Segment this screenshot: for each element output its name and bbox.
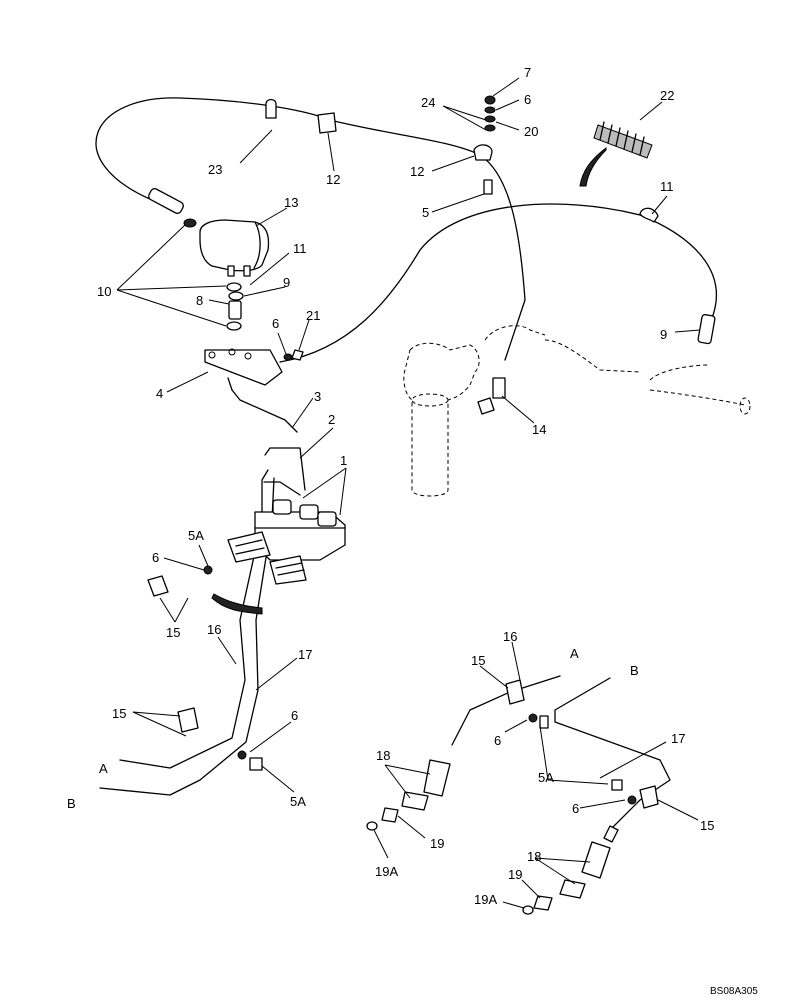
label-20: 20 bbox=[524, 124, 538, 139]
label-17: 17 bbox=[298, 647, 312, 662]
label-19A: 19A bbox=[375, 864, 398, 879]
label-24: 24 bbox=[421, 95, 435, 110]
label-3: 3 bbox=[314, 389, 321, 404]
label-9: 9 bbox=[660, 327, 667, 342]
label-19: 19 bbox=[508, 867, 522, 882]
label-11: 11 bbox=[293, 241, 307, 256]
label-15: 15 bbox=[471, 653, 485, 668]
label-5A: 5A bbox=[538, 770, 554, 785]
filter-assembly bbox=[403, 325, 751, 497]
label-19: 19 bbox=[430, 836, 444, 851]
spring-part bbox=[579, 121, 653, 187]
label-6: 6 bbox=[152, 550, 159, 565]
label-A: A bbox=[99, 761, 108, 776]
label-17: 17 bbox=[671, 731, 685, 746]
label-8: 8 bbox=[196, 293, 203, 308]
label-15: 15 bbox=[700, 818, 714, 833]
label-12: 12 bbox=[410, 164, 424, 179]
label-22: 22 bbox=[660, 88, 674, 103]
label-21: 21 bbox=[306, 308, 320, 323]
label-9: 9 bbox=[283, 275, 290, 290]
label-5: 5 bbox=[422, 205, 429, 220]
label-12: 12 bbox=[326, 172, 340, 187]
label-15: 15 bbox=[112, 706, 126, 721]
leader-lines bbox=[116, 77, 701, 909]
part-labels: 7 6 20 24 22 23 12 12 5 11 13 11 10 9 8 … bbox=[67, 65, 758, 997]
label-16: 16 bbox=[207, 622, 221, 637]
label-2: 2 bbox=[328, 412, 335, 427]
label-16: 16 bbox=[503, 629, 517, 644]
label-B: B bbox=[67, 796, 76, 811]
label-4: 4 bbox=[156, 386, 163, 401]
label-11: 11 bbox=[660, 179, 674, 194]
label-6: 6 bbox=[272, 316, 279, 331]
label-5A: 5A bbox=[188, 528, 204, 543]
reservoir-hose-assembly bbox=[95, 95, 718, 363]
label-23: 23 bbox=[208, 162, 222, 177]
label-1: 1 bbox=[340, 453, 347, 468]
label-18: 18 bbox=[376, 748, 390, 763]
label-6: 6 bbox=[524, 92, 531, 107]
label-A: A bbox=[570, 646, 579, 661]
label-13: 13 bbox=[284, 195, 298, 210]
reservoir-part bbox=[183, 218, 270, 331]
label-10: 10 bbox=[97, 284, 111, 299]
mounting-bracket bbox=[204, 348, 304, 391]
label-18: 18 bbox=[527, 849, 541, 864]
label-7: 7 bbox=[524, 65, 531, 80]
label-14: 14 bbox=[532, 422, 546, 437]
label-6: 6 bbox=[572, 801, 579, 816]
brake-lines-left bbox=[99, 389, 346, 796]
reference-code: BS08A305 bbox=[710, 986, 758, 997]
label-6: 6 bbox=[291, 708, 298, 723]
label-B: B bbox=[630, 663, 639, 678]
label-5A: 5A bbox=[290, 794, 306, 809]
label-15: 15 bbox=[166, 625, 180, 640]
label-19A: 19A bbox=[474, 892, 497, 907]
label-6: 6 bbox=[494, 733, 501, 748]
